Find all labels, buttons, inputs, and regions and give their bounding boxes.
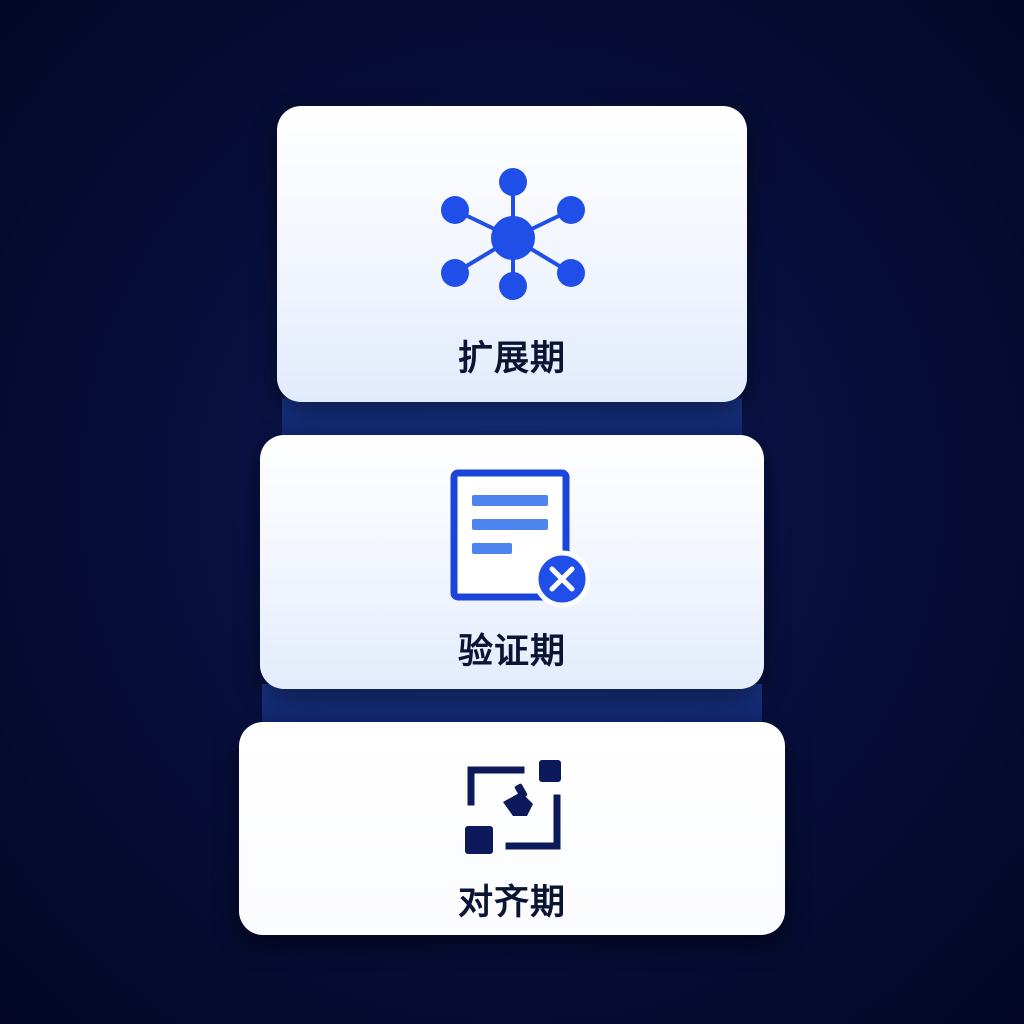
stage-label: 对齐期 [457,883,566,923]
stage-label: 扩展期 [457,339,566,379]
stack-connector [282,398,742,442]
network-hub-icon [435,168,591,300]
stack-connector [262,684,762,728]
stage-label: 验证期 [457,632,566,672]
stage-card-alignment: 对齐期 [239,722,785,935]
document-reject-icon [448,469,591,609]
alignment-frame-icon [463,758,563,858]
stage-card-validation: 验证期 [260,435,764,689]
stage-card-expansion: 扩展期 [277,106,747,402]
